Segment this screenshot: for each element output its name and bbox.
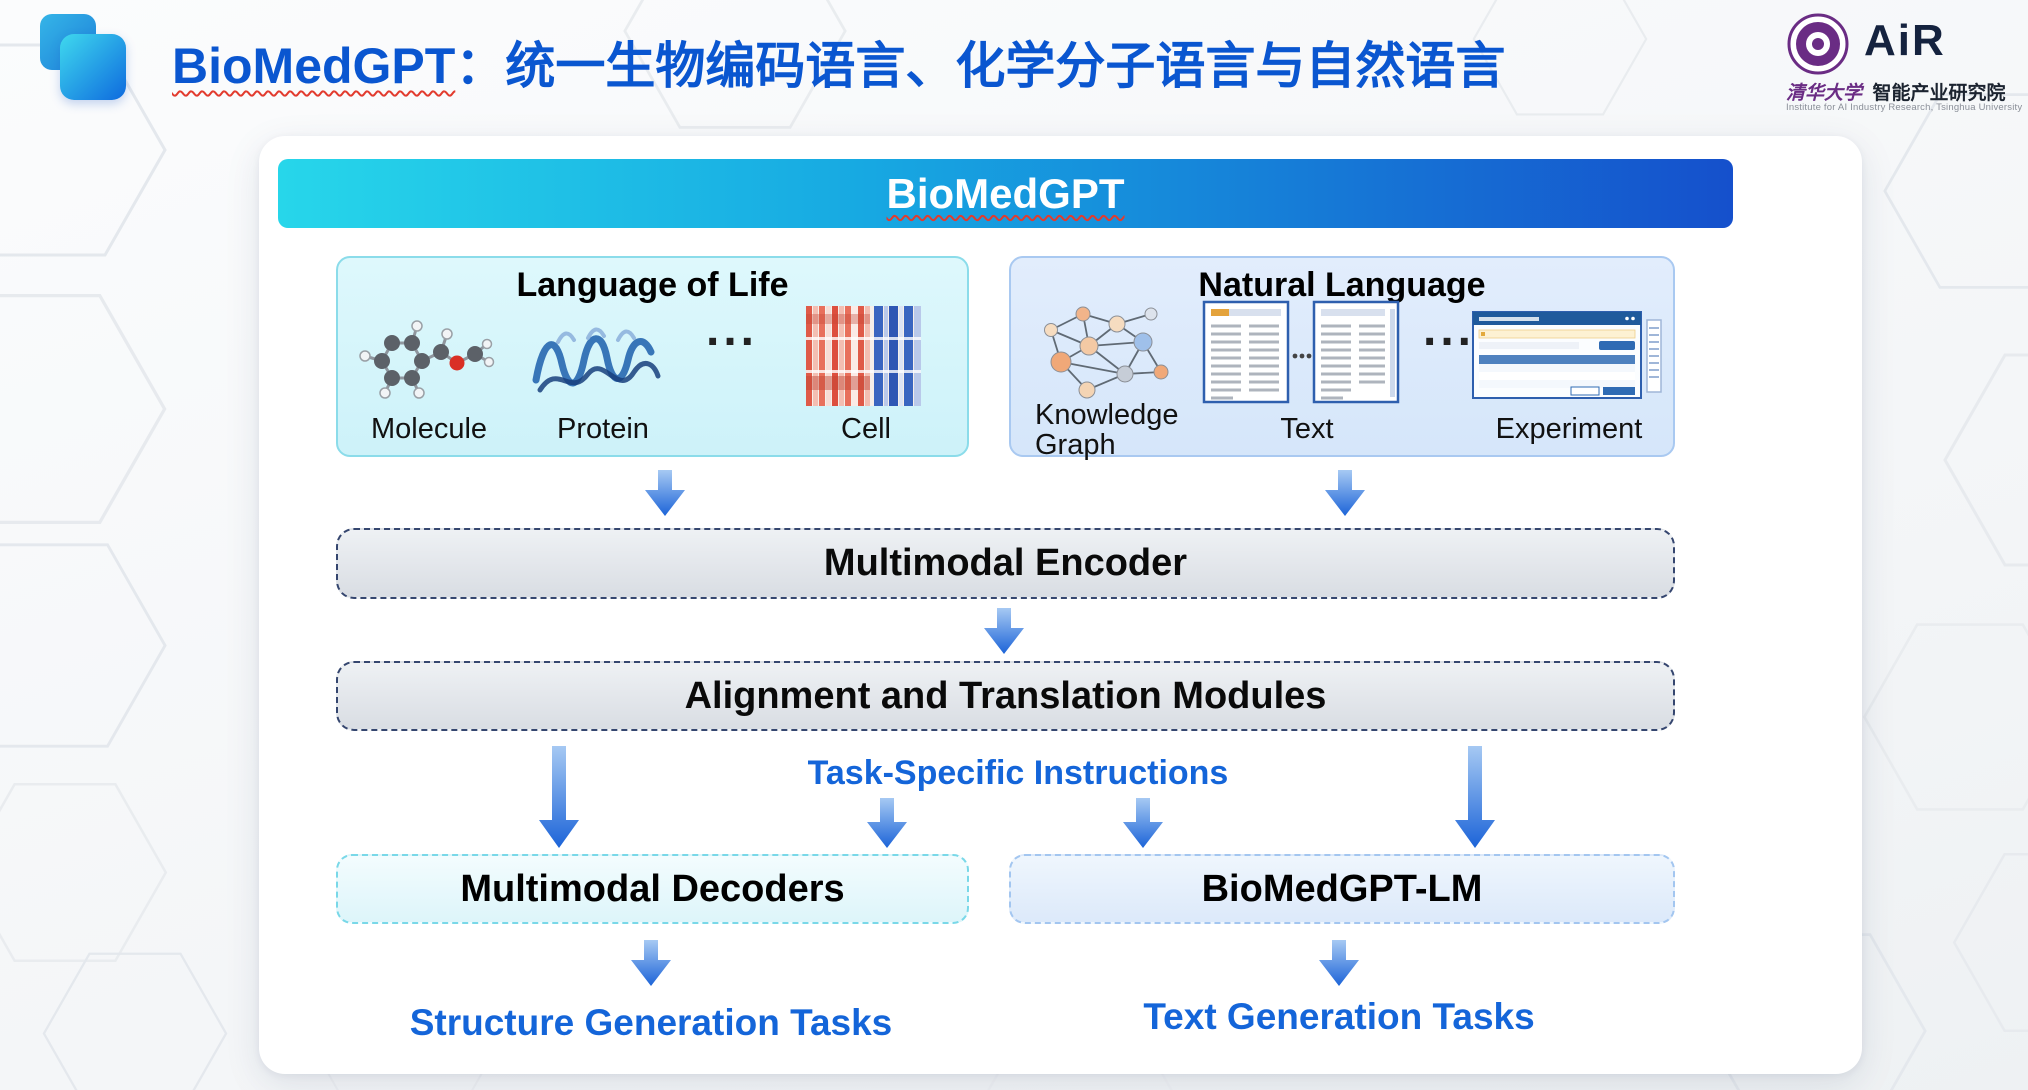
alignment-translation-box: Alignment and Translation Modules [336,661,1675,731]
multimodal-encoder-label: Multimodal Encoder [823,542,1188,584]
alignment-translation-label: Alignment and Translation Modules [684,674,1327,717]
language-of-life-title: Language of Life [516,266,789,304]
org-name-line: 清华大学 智能产业研究院 [1786,78,2005,105]
multimodal-encoder-box: Multimodal Encoder [336,528,1675,599]
text-label: Text [1280,413,1334,445]
down-arrow-icon [645,470,685,516]
down-arrow-icon [539,746,579,848]
text-document-icon [1202,300,1400,404]
page-title: BioMedGPT：统一生物编码语言、化学分子语言与自然语言 [172,26,1505,98]
natural-language-title: Natural Language [1198,266,1486,304]
org-caption: Institute for AI Industry Research, Tsin… [1786,102,2023,113]
knowledge-graph-icon [1044,306,1169,399]
diagram-header-title: BioMedGPT [886,169,1125,217]
task-specific-instructions-label: Task-Specific Instructions [807,754,1229,792]
institute-name: 智能产业研究院 [1872,83,2006,104]
air-logo: AiR [1864,16,1946,65]
down-arrow-icon [1455,746,1495,848]
org-logo: AiR 清华大学 智能产业研究院 Institute for AI Indust… [1786,10,2022,113]
experiment-ui-icon [1472,311,1662,399]
down-arrow-icon [1319,940,1359,986]
page-title-en: BioMedGPT [172,38,456,94]
protein-label: Protein [557,413,649,445]
page-title-zh: ：统一生物编码语言、化学分子语言与自然语言 [455,38,1506,94]
cell-icon [806,306,921,406]
down-arrow-icon [984,608,1024,654]
tsinghua-script: 清华大学 [1786,83,1863,104]
knowledge-graph-label: Knowledge Graph [1035,399,1179,462]
diagram-header-bar: BioMedGPT [278,159,1733,228]
ellipsis-more-items: ... [706,303,759,356]
language-of-life-box: Language of Life [336,256,969,457]
text-generation-label: Text Generation Tasks [1143,996,1535,1037]
multimodal-decoders-label: Multimodal Decoders [460,867,845,910]
protein-icon [532,327,661,393]
natural-language-box: Natural Language [1009,256,1675,461]
cell-label: Cell [841,413,891,445]
down-arrow-icon [867,798,907,848]
ellipsis-more-items: ... [1423,303,1476,356]
molecule-icon [359,320,495,399]
biomedgpt-lm-box: BioMedGPT-LM [1009,854,1675,924]
diagram-card: BioMedGPT Language of Life [259,136,1862,1074]
experiment-label: Experiment [1495,413,1643,445]
down-arrow-icon [1325,470,1365,516]
molecule-label: Molecule [370,413,488,445]
logo-square-front [60,34,126,100]
down-arrow-icon [631,940,671,986]
down-arrow-icon [1123,798,1163,848]
multimodal-decoders-box: Multimodal Decoders [336,854,969,924]
slide-logo-icon [40,14,132,106]
tsinghua-emblem-icon [1787,13,1849,75]
structure-generation-label: Structure Generation Tasks [409,1002,893,1043]
biomedgpt-lm-label: BioMedGPT-LM [1201,867,1483,910]
